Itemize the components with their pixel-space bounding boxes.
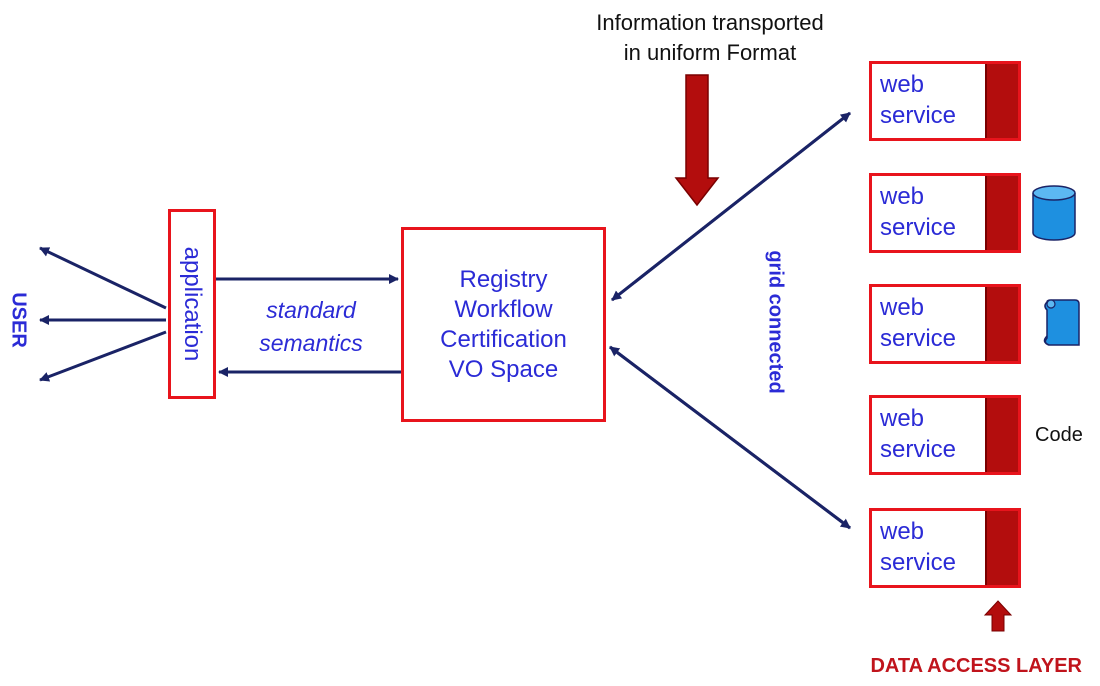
- web-service-line2: service: [880, 436, 957, 463]
- scroll-icon: [1043, 299, 1080, 346]
- web-service-line2: service: [880, 214, 957, 241]
- database-icon: [1032, 185, 1076, 241]
- web-service-bar: [985, 176, 1018, 250]
- user-label: USER: [7, 292, 30, 348]
- web-service-bar: [985, 398, 1018, 472]
- registry-line-vo-space: VO Space: [448, 355, 559, 383]
- semantics-line1: standard: [266, 297, 356, 323]
- user-arrow-bottom: [39, 330, 167, 382]
- web-service-label: web service: [880, 403, 956, 465]
- web-service-line2: service: [880, 102, 957, 129]
- user-arrow-top: [39, 246, 167, 310]
- web-service-line2: service: [880, 549, 957, 576]
- web-service-bar: [985, 511, 1018, 585]
- web-service-label: web service: [880, 516, 956, 578]
- application-box: application: [168, 209, 216, 399]
- code-label: Code: [1035, 424, 1083, 446]
- web-service-label: web service: [880, 181, 956, 243]
- standard-semantics-label: standard semantics: [236, 294, 386, 360]
- application-label: application: [179, 246, 206, 362]
- uniform-format-arrow: [674, 74, 720, 207]
- web-service-line1: web: [880, 183, 925, 210]
- registry-line-workflow: Workflow: [454, 295, 553, 323]
- uniform-format-note-line1: Information transported: [596, 10, 824, 35]
- web-service-line1: web: [880, 405, 925, 432]
- uniform-format-note-line2: in uniform Format: [623, 40, 797, 65]
- registry-box: Registry Workflow Certification VO Space: [401, 227, 606, 422]
- web-service-box-4: web service: [869, 395, 1021, 475]
- web-service-line2: service: [880, 325, 957, 352]
- web-service-box-1: web service: [869, 61, 1021, 141]
- grid-connected-label: grid connected: [764, 250, 787, 394]
- web-service-line1: web: [880, 294, 925, 321]
- web-service-line1: web: [880, 518, 925, 545]
- registry-line-registry: Registry: [459, 265, 548, 293]
- registry-line-certification: Certification: [440, 325, 567, 353]
- web-service-box-3: web service: [869, 284, 1021, 364]
- data-layer-up-arrow: [983, 600, 1013, 632]
- web-service-box-2: web service: [869, 173, 1021, 253]
- web-service-line1: web: [880, 71, 925, 98]
- grid-arrow-to-registry-upper: [611, 111, 851, 302]
- web-service-label: web service: [880, 292, 956, 354]
- uniform-format-note: Information transported in uniform Forma…: [560, 8, 860, 68]
- semantics-line2: semantics: [259, 330, 363, 356]
- web-service-bar: [985, 287, 1018, 361]
- data-access-layer-label: DATA ACCESS LAYER: [870, 655, 1082, 677]
- web-service-box-5: web service: [869, 508, 1021, 588]
- web-service-label: web service: [880, 69, 956, 131]
- grid-arrow-to-registry-lower: [609, 345, 851, 530]
- web-service-bar: [985, 64, 1018, 138]
